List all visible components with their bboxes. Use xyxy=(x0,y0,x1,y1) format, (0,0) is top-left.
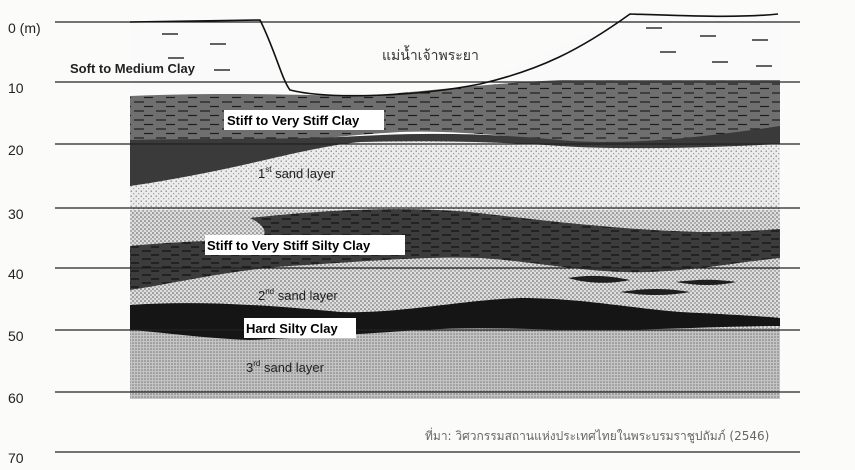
label-sand-layer-3: 3rd sand layer xyxy=(246,359,325,375)
stiff-silty-clay-band xyxy=(130,209,780,290)
label-hard-silty-clay: Hard Silty Clay xyxy=(246,321,339,336)
label-bg-hard-silty-clay xyxy=(244,318,356,338)
label-bg-stiff-silty-clay xyxy=(205,235,405,255)
depth-tick-40: 40 xyxy=(8,266,24,282)
stiff-clay-lower-lens xyxy=(130,126,780,186)
label-stiff-clay: Stiff to Very Stiff Clay xyxy=(227,113,360,128)
label-stiff-silty-clay: Stiff to Very Stiff Silty Clay xyxy=(207,238,371,253)
depth-tick-30: 30 xyxy=(8,206,24,222)
soft-clay-left xyxy=(130,20,290,96)
depth-tick-20: 20 xyxy=(8,142,24,158)
depth-tick-10: 10 xyxy=(8,80,24,96)
soft-clay-dashes xyxy=(162,27,772,71)
label-soft-medium-clay: Soft to Medium Clay xyxy=(70,61,196,76)
depth-tick-70: 70 xyxy=(8,450,24,466)
label-sand-layer-2: 2nd sand layer xyxy=(258,287,338,303)
source-caption: ที่มา: วิศวกรรมสถานแห่งประเทศไทยในพระบรม… xyxy=(425,427,769,444)
depth-gridlines xyxy=(55,21,800,453)
depth-tick-60: 60 xyxy=(8,390,24,406)
clay-lens-3 xyxy=(676,279,736,285)
clay-lens-1 xyxy=(568,275,630,283)
label-river: แม่น้ำเจ้าพระยา xyxy=(382,45,479,64)
soft-clay-right xyxy=(480,14,780,82)
ground-surface-line xyxy=(129,13,779,97)
depth-tick-0: 0 (m) xyxy=(8,20,41,36)
label-sand-layer-1: 1st sand layer xyxy=(258,165,336,181)
depth-tick-50: 50 xyxy=(8,328,24,344)
label-bg-stiff-clay xyxy=(224,110,384,130)
stiff-clay-band xyxy=(130,80,780,152)
clay-lens-2 xyxy=(620,289,690,295)
